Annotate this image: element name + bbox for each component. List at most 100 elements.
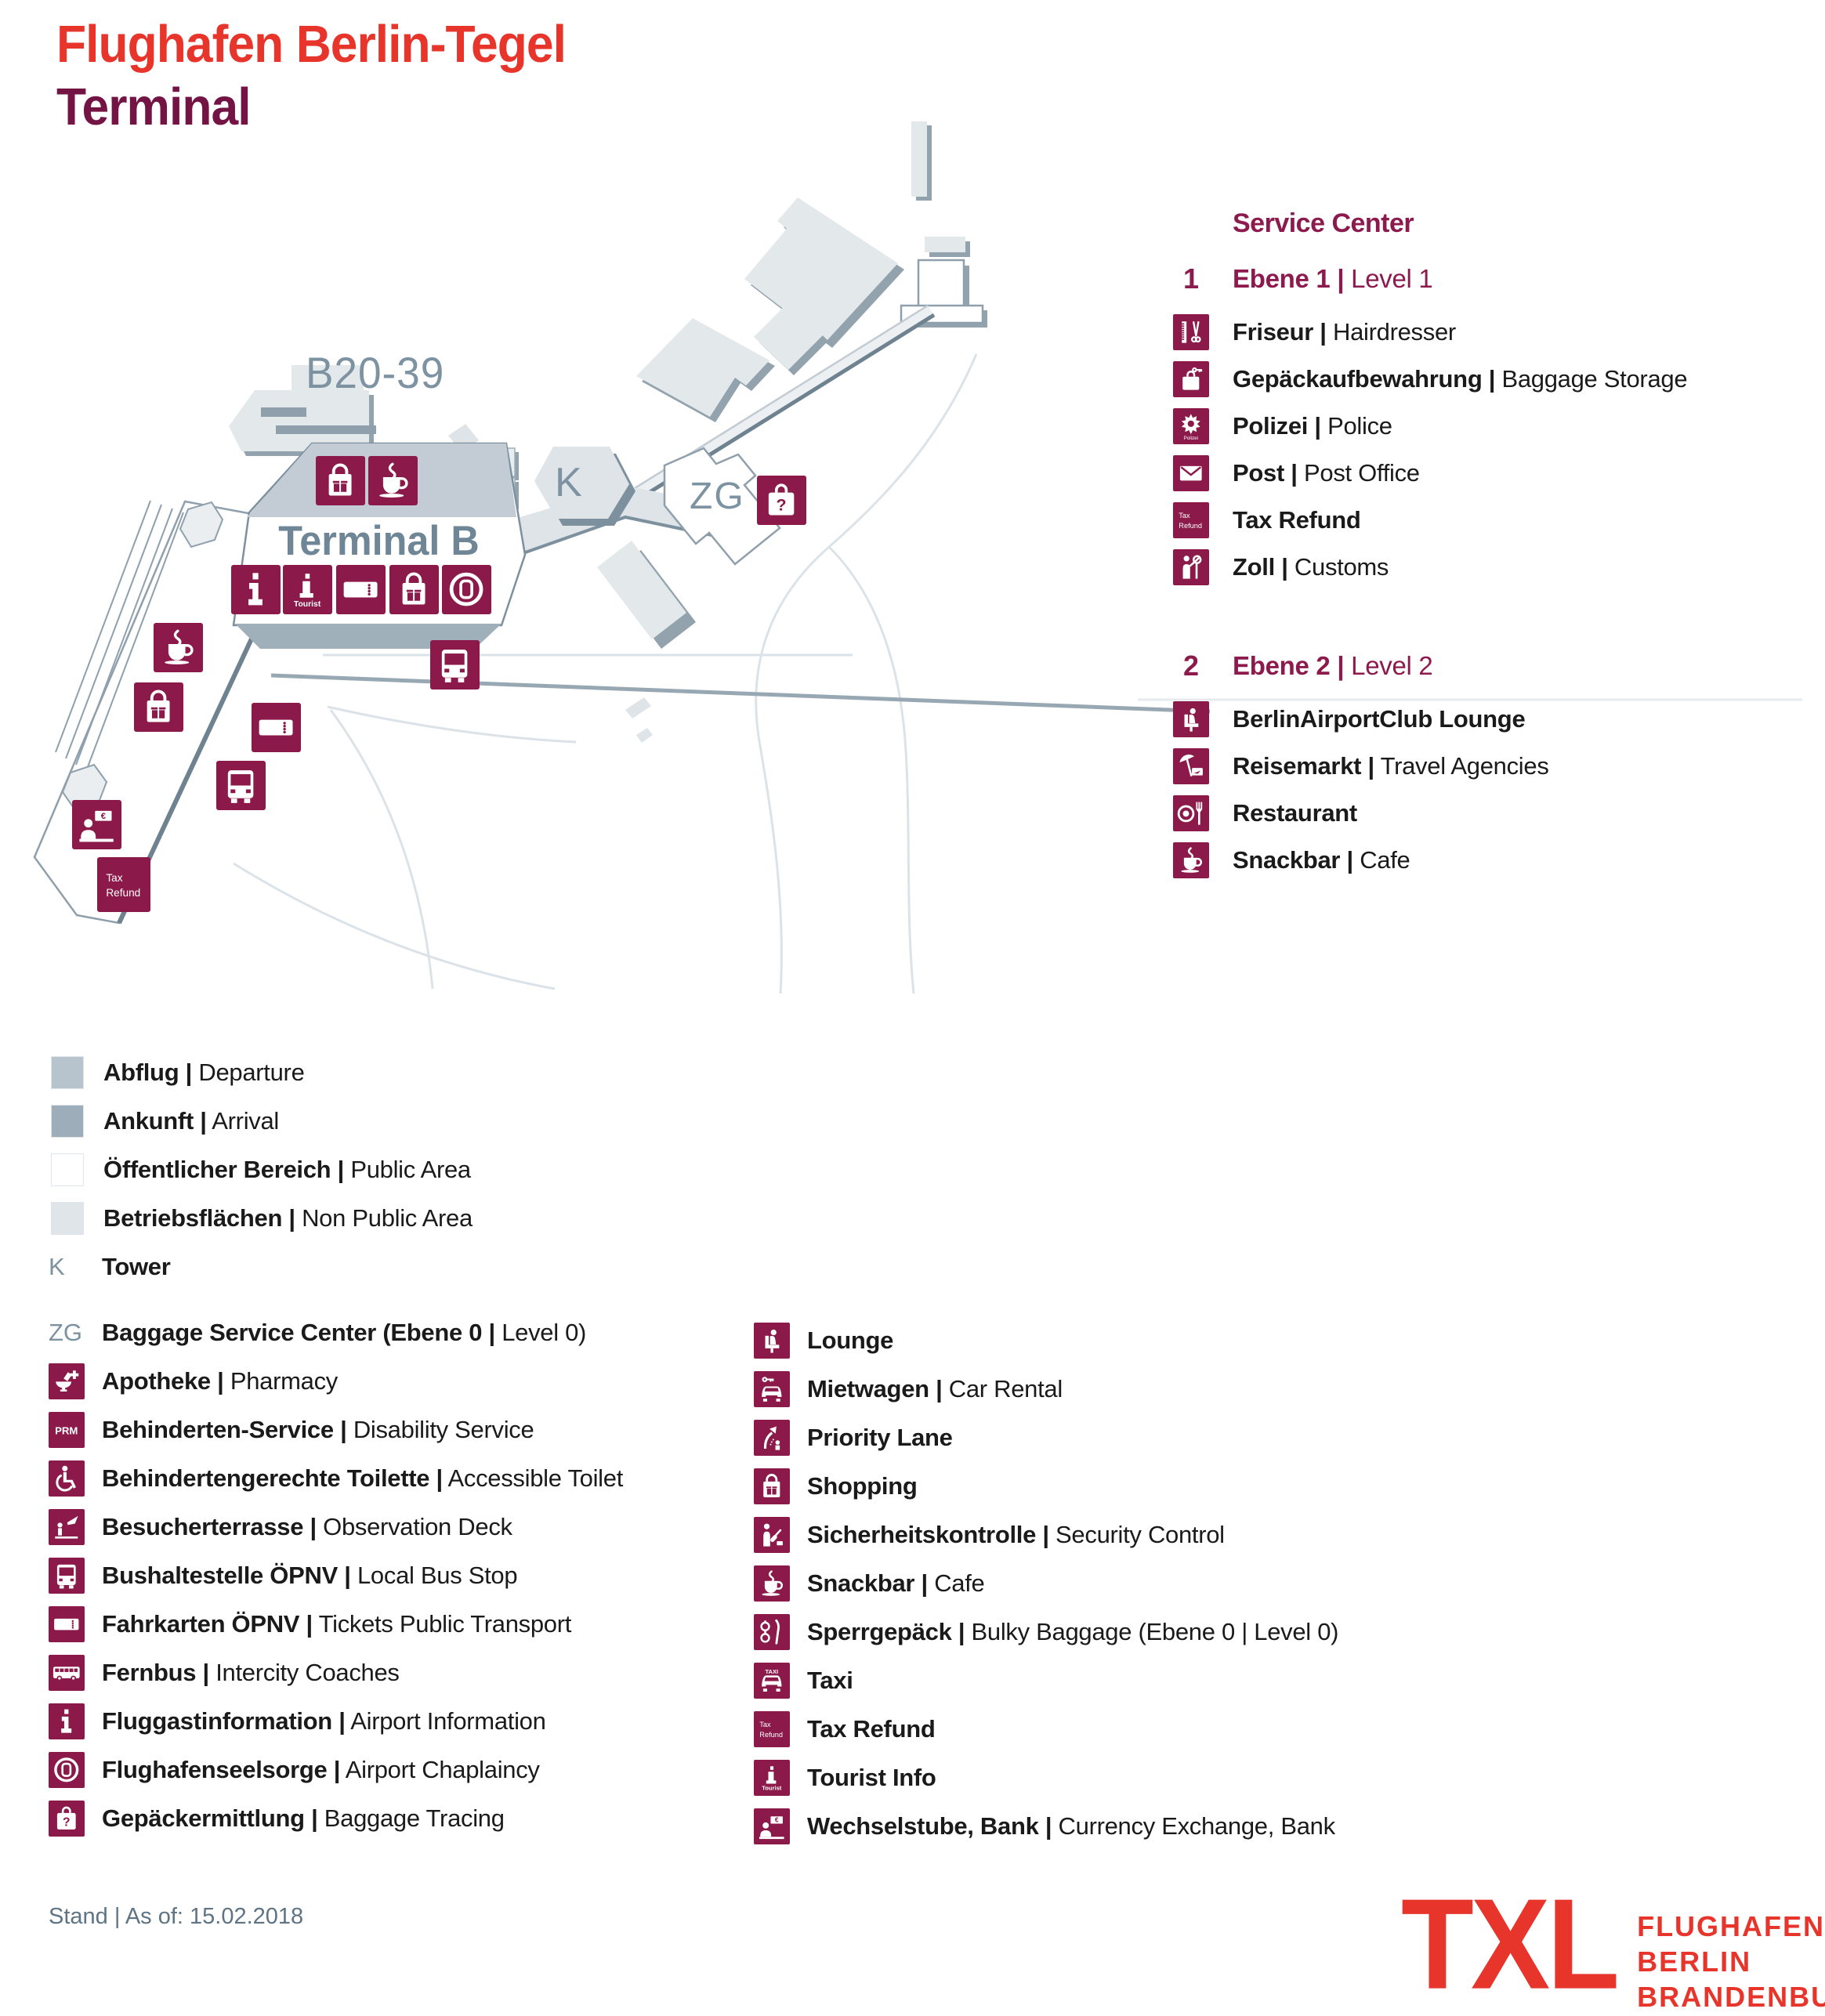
accessible-toilet-icon [49,1460,85,1497]
snackbar-icon [754,1565,790,1602]
service-center-row: 1 Ebene 1 | Level 1 [1173,261,1800,297]
info-icon [49,1703,85,1739]
label-de: Sicherheitskontrolle | [807,1521,1049,1548]
legend-row: K Tower [49,1249,738,1285]
label-de: Polizei | [1233,412,1321,440]
service-center-row: BerlinAirportClub Lounge [1173,701,1800,737]
bus-icon [49,1558,85,1594]
label-de: Behinderten-Service | [102,1416,347,1443]
label-de: Wechselstube, Bank | [807,1812,1052,1840]
label-en: Level 1 [1351,264,1433,293]
label-de: Zoll | [1233,553,1288,581]
service-center-rows: 1 Ebene 1 | Level 1 Friseur | Hairdresse… [1173,261,1800,878]
page-header: Flughafen Berlin-Tegel Terminal [56,11,604,136]
logo-brand-lines: FLUGHAFEN BERLIN BRANDENBURG [1637,1910,1825,2013]
label-de: Apotheke | [102,1367,224,1395]
customs-icon [1173,549,1209,585]
map-marker-shopping-icon [316,456,365,505]
label-en: Accessible Toilet [447,1464,624,1492]
label-en: Car Rental [948,1375,1063,1403]
label-de: Shopping [807,1472,918,1500]
tourist-info-icon: Tourist [754,1760,790,1796]
legend-row: Apotheke | Pharmacy [49,1363,738,1399]
level-number: 1 [1182,262,1200,295]
north-buildings [636,121,970,422]
map-marker-snackbar-icon [368,456,418,505]
legend-row: € Wechselstube, Bank | Currency Exchange… [754,1808,1459,1844]
map-letter-glyph: ZG [49,1319,83,1346]
bulky-baggage-icon [754,1614,790,1650]
label-en: Post Office [1304,459,1420,487]
legend-row: Tourist Tourist Info [754,1760,1459,1796]
svg-text:Tourist: Tourist [294,600,321,609]
map-marker-shopping-icon [389,565,439,614]
service-center-row: Friseur | Hairdresser [1173,314,1800,350]
label-de: Öffentlicher Bereich | [103,1156,344,1183]
level-number: 2 [1182,650,1200,682]
legend-row: Mietwagen | Car Rental [754,1371,1459,1407]
svg-text:Refund: Refund [760,1731,784,1739]
observation-deck-icon [49,1509,85,1545]
page-title: Flughafen Berlin-Tegel [56,15,567,74]
legend-row: TAXI Taxi [754,1663,1459,1699]
label-en: Currency Exchange, Bank [1058,1812,1336,1840]
map-marker-bus-icon [430,640,480,689]
security-icon [754,1517,790,1553]
svg-text:Tax: Tax [1179,512,1191,519]
post-icon [1173,455,1209,491]
label-de: Betriebsflächen | [103,1204,295,1232]
label-en: Airport Information [350,1707,546,1735]
label-de: Friseur | [1233,318,1327,346]
legend-row: Sicherheitskontrolle | Security Control [754,1517,1459,1553]
map-marker-chaplaincy-icon [442,565,491,614]
label-de: Taxi [807,1667,853,1694]
ticket-icon [49,1606,85,1642]
label-en: Level 0) [502,1319,587,1346]
label-de: BerlinAirportClub Lounge [1233,705,1526,733]
zg-area [597,447,781,743]
service-center-row: Snackbar | Cafe [1173,842,1800,878]
svg-text:Tax: Tax [106,872,122,884]
label-de: Ebene 1 | [1233,264,1345,293]
restaurant-icon [1173,795,1209,831]
legend-row: Fernbus | Intercity Coaches [49,1655,738,1691]
legend-row: Bushaltestelle ÖPNV | Local Bus Stop [49,1558,738,1594]
chaplaincy-icon [49,1752,85,1788]
legend-row: Abflug | Departure [49,1055,738,1091]
label-de: Ankunft | [103,1107,207,1135]
legend-row: Ankunft | Arrival [49,1103,738,1139]
taxi-icon: TAXI [754,1663,790,1699]
car-rental-icon [754,1371,790,1407]
label-en: Intercity Coaches [215,1659,400,1686]
service-center-row: Polizei Polizei | Police [1173,408,1800,444]
label-en: Level 2 [1351,651,1433,680]
label-en: Baggage Tracing [324,1804,505,1832]
legend-row: Priority Lane [754,1420,1459,1456]
label-de: Gepäckaufbewahrung | [1233,365,1496,393]
svg-text:TAXI: TAXI [766,1668,779,1675]
label-en: Hairdresser [1333,318,1456,346]
color-swatch [51,1202,84,1235]
service-center-row: Reisemarkt | Travel Agencies [1173,748,1800,784]
service-center-heading: Service Center [1233,208,1414,238]
legend-row: ZG Baggage Service Center (Ebene 0 | Lev… [49,1315,738,1351]
label-de: Bushaltestelle ÖPNV | [102,1562,351,1589]
label-de: Fahrkarten ÖPNV | [102,1610,313,1638]
label-en: Bulky Baggage (Ebene 0 | Level 0) [971,1618,1339,1645]
color-swatch [51,1056,84,1089]
label-en: Customs [1294,553,1389,581]
svg-text:Refund: Refund [1179,522,1203,530]
legend-row: ? Gepäckermittlung | Baggage Tracing [49,1801,738,1837]
prm-icon: PRM [49,1412,85,1448]
service-center-row: Restaurant [1173,795,1800,831]
svg-text:PRM: PRM [55,1425,78,1437]
legend-row: Fluggastinformation | Airport Informatio… [49,1703,738,1739]
tower-k-label: K [555,460,582,505]
label-de: Baggage Service Center (Ebene 0 | [102,1319,495,1346]
service-center-row: 2 Ebene 2 | Level 2 [1173,648,1800,684]
label-en: Arrival [212,1107,280,1135]
svg-text:Refund: Refund [106,887,140,899]
